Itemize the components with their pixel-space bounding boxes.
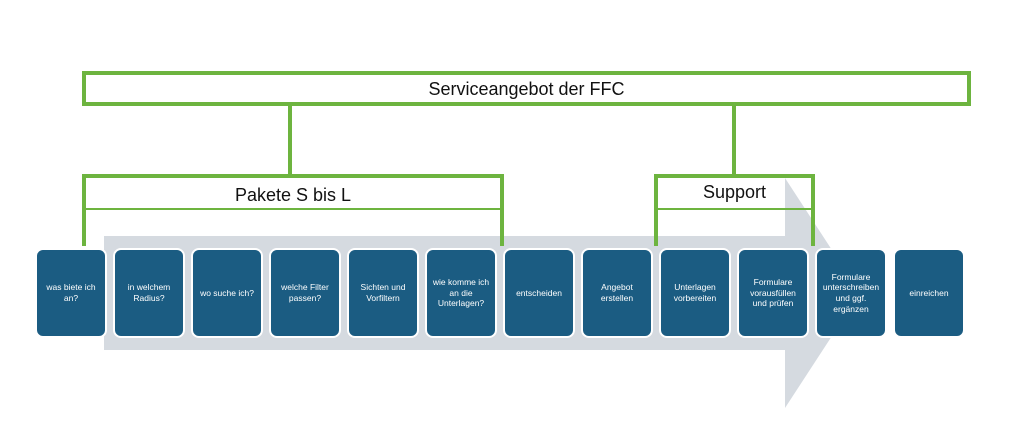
step-box: wie komme ich an die Unterlagen?: [425, 248, 497, 338]
step-box: Formulare unterschreiben und ggf. ergänz…: [815, 248, 887, 338]
step-label: Sichten und Vorfiltern: [360, 282, 406, 303]
step-label: entscheiden: [516, 287, 562, 298]
step-box: entscheiden: [503, 248, 575, 338]
step-label: einreichen: [909, 287, 949, 298]
step-box: was biete ich an?: [35, 248, 107, 338]
step-box: einreichen: [893, 248, 965, 338]
step-label: was biete ich an?: [46, 282, 96, 303]
step-label: in welchem Radius?: [127, 282, 171, 303]
step-label: Formulare vorausfüllen und prüfen: [750, 277, 796, 309]
step-box: Angebot erstellen: [581, 248, 653, 338]
step-label: welche Filter passen?: [281, 282, 329, 303]
step-box: Sichten und Vorfiltern: [347, 248, 419, 338]
pakete-bracket: [82, 174, 504, 246]
step-label: Unterlagen vorbereiten: [673, 282, 717, 303]
support-label: Support: [702, 182, 767, 202]
service-title: Serviceangebot der FFC: [428, 79, 625, 99]
service-frame: [82, 71, 971, 106]
support-bracket: [654, 174, 815, 246]
step-box: Unterlagen vorbereiten: [659, 248, 731, 338]
step-label: wie komme ich an die Unterlagen?: [432, 277, 490, 309]
step-label: wo suche ich?: [200, 287, 254, 298]
step-box: wo suche ich?: [191, 248, 263, 338]
pakete-label: Pakete S bis L: [234, 185, 352, 205]
step-box: in welchem Radius?: [113, 248, 185, 338]
step-box: welche Filter passen?: [269, 248, 341, 338]
step-label: Angebot erstellen: [600, 282, 634, 303]
step-box: Formulare vorausfüllen und prüfen: [737, 248, 809, 338]
step-label: Formulare unterschreiben und ggf. ergänz…: [822, 271, 880, 314]
